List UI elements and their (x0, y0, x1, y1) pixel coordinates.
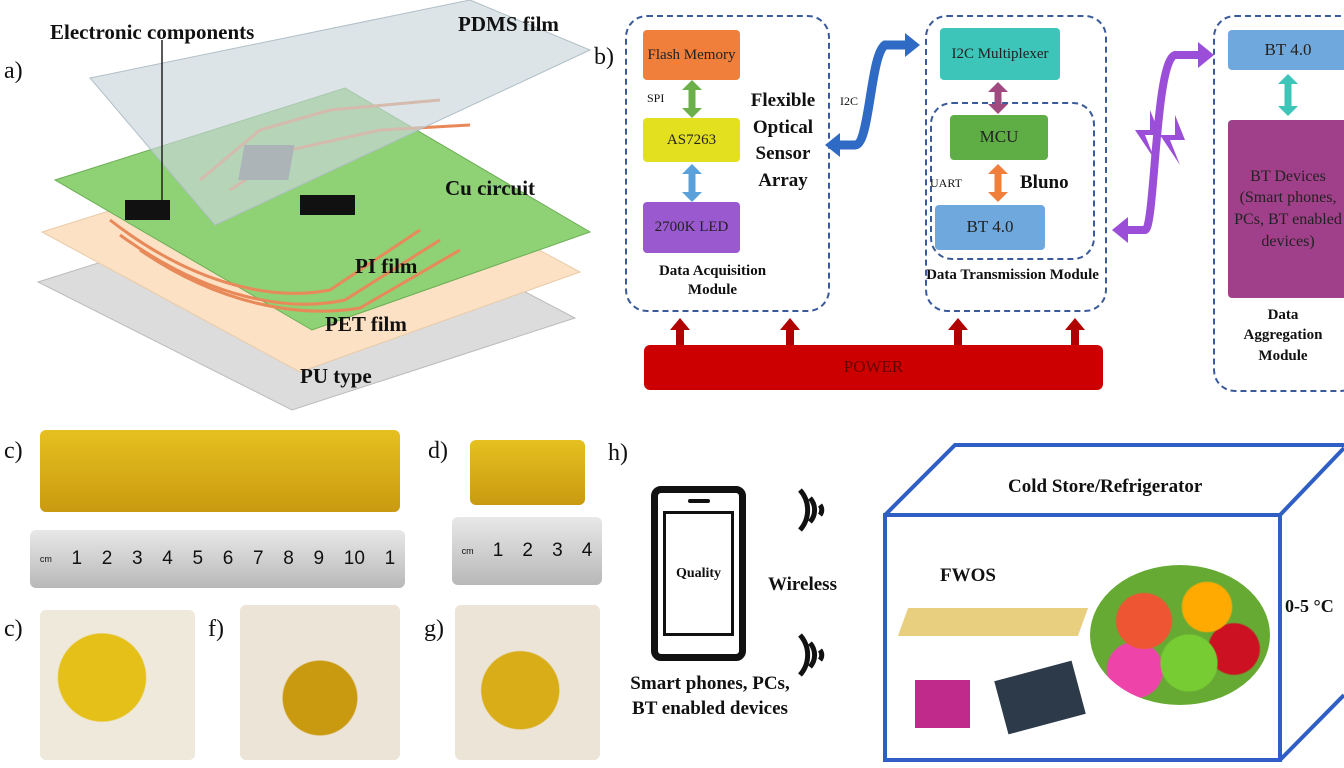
sensor-strip-photo (40, 430, 400, 512)
wifi-icon-bottom (798, 633, 825, 677)
ruler-tick: cm (39, 554, 52, 564)
ruler-tick: 9 (313, 548, 325, 569)
transmission-module-border (925, 15, 1107, 312)
ruler-tick: 1 (384, 548, 396, 569)
label-pdms: PDMS film (458, 12, 559, 36)
ruler-tick: 7 (253, 548, 264, 569)
ruler-tick: 1 (71, 548, 83, 569)
ruler-tick: 4 (162, 548, 173, 569)
wireless-arrow-icon (1112, 42, 1214, 243)
wifi-icon-top (798, 488, 825, 532)
label-electronic-components: Electronic components (50, 20, 255, 44)
bluno-label: Bluno (1020, 172, 1069, 193)
led-box: 2700K LED (643, 202, 740, 253)
panel-label-f: f) (208, 616, 224, 642)
cold-store-cube (883, 443, 1344, 762)
wireless-label: Wireless (768, 574, 837, 595)
ruler-tick: 2 (522, 540, 533, 561)
ruler-tick: cm (461, 546, 474, 556)
ruler-tick: 2 (101, 548, 113, 569)
sensor-label-line: Array (758, 169, 808, 191)
fwos-strip (897, 608, 1089, 636)
spi-label: SPI (647, 91, 665, 105)
label-cu: Cu circuit (445, 176, 536, 200)
arrow-agg-icon (1278, 74, 1298, 116)
panel-label-e: c) (4, 616, 23, 642)
acquisition-module-label: Data Acquisition Module (658, 263, 767, 298)
component (125, 200, 170, 220)
panel-label-h: h) (608, 440, 628, 466)
single-sensor-photo (470, 440, 585, 505)
sensor-array-label: Flexible Optical Sensor Array (738, 88, 828, 194)
arrow-uart-icon (988, 164, 1008, 202)
bluno-border (930, 102, 1095, 260)
uart-label: UART (930, 176, 962, 190)
panel-label-d: d) (428, 438, 448, 464)
arrow-spi-icon (682, 80, 702, 118)
ruler-tick: 4 (581, 540, 593, 561)
power-arrows-icon (670, 318, 1085, 346)
bent-sensor-photo-1 (40, 610, 195, 760)
panel-label-c: c) (4, 438, 23, 464)
flash-memory-box: Flash Memory (643, 30, 740, 80)
bent-sensor-photo-3 (455, 605, 600, 760)
ruler-tick: 1 (492, 540, 504, 561)
layer-stack-illustration (36, 0, 592, 411)
power-bar: POWER (644, 345, 1103, 390)
ruler-tick: 8 (283, 548, 294, 569)
ruler-tick: 3 (552, 540, 563, 561)
ruler-tick: 6 (222, 548, 234, 569)
transmission-module-label: Data Transmission Module (926, 267, 1099, 283)
bent-sensor-photo-2 (240, 605, 400, 760)
bt-agg-box: BT 4.0 (1228, 30, 1344, 70)
fruit-basket (1090, 565, 1270, 705)
arrow-led-icon (682, 164, 702, 202)
phone-icon: Quality (651, 486, 746, 661)
label-pu: PU type (300, 364, 372, 388)
phone-speaker (688, 499, 710, 503)
aggregation-module-border (1213, 15, 1344, 392)
arrow-i2c-icon (825, 33, 920, 157)
sensor-label-line: Optical (752, 116, 814, 138)
component (300, 195, 355, 215)
i2c-label: I2C (840, 94, 858, 108)
aggregation-module-label: Data Aggregation Module (1243, 307, 1323, 364)
fwos-label: FWOS (940, 565, 996, 586)
label-pi: PI film (355, 254, 418, 278)
devices-label: Smart phones, PCs, BT enabled devices (630, 673, 790, 719)
mcu-box: MCU (950, 115, 1048, 160)
bt-tx-box: BT 4.0 (935, 205, 1045, 250)
sensor-label-line: Flexible (750, 90, 816, 111)
panel-label-g: g) (424, 616, 444, 642)
arrows-layer (670, 33, 1298, 346)
acquisition-module-border (625, 15, 830, 312)
bt-devices-box: BT Devices (Smart phones, PCs, BT enable… (1228, 120, 1344, 298)
ruler-tick: 3 (132, 548, 143, 569)
multiplexer-board (915, 680, 970, 728)
i2c-mux-box: I2C Multiplexer (940, 28, 1060, 80)
arrow-mux-mcu-icon (988, 82, 1008, 114)
ruler-tick: 10 (343, 548, 365, 569)
phone-screen: Quality (663, 511, 734, 636)
panel-label-a: a) (4, 58, 23, 84)
pdms-layer (89, 0, 592, 226)
as7263-box: AS7263 (643, 118, 740, 162)
label-pet: PET film (325, 312, 407, 336)
panel-label-b: b) (594, 44, 614, 70)
cold-store-label: Cold Store/Refrigerator (1008, 476, 1203, 497)
ruler-tick: 5 (192, 548, 204, 569)
sensor-label-line: Sensor (755, 143, 811, 165)
temperature-label: 0-5 °C (1285, 596, 1334, 616)
